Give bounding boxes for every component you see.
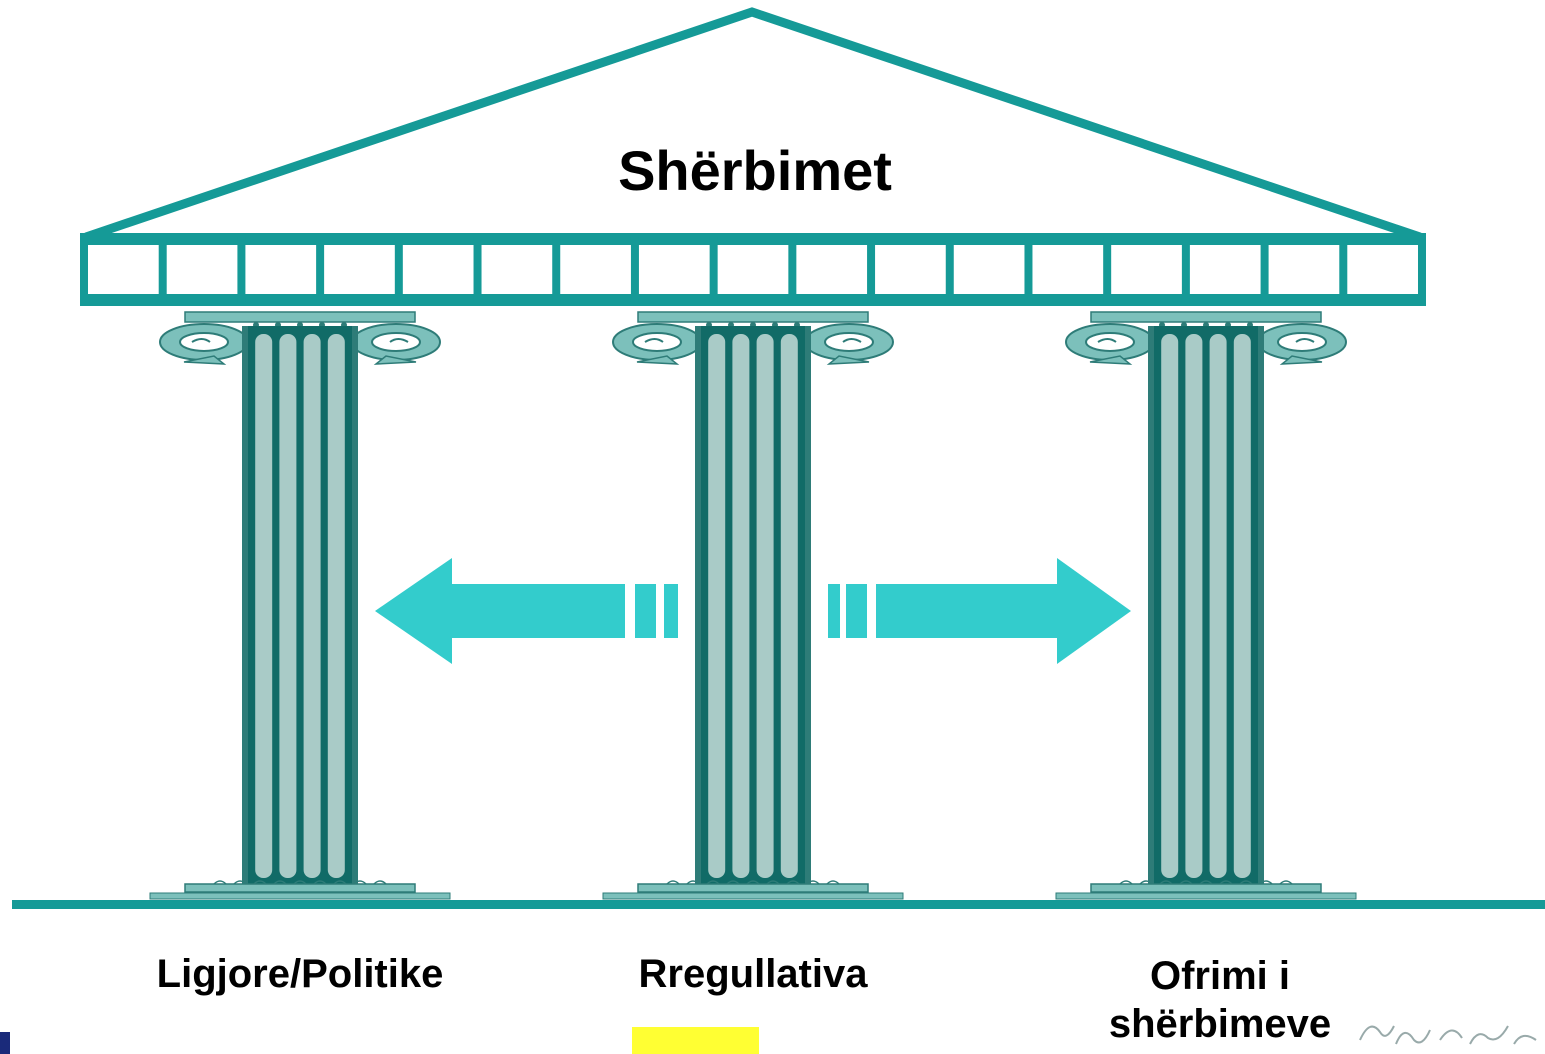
pillar-label-regulatory: Rregullativa xyxy=(638,952,868,996)
pillar-label-legal: Ligjore/Politike xyxy=(156,952,444,996)
arrow-right-icon xyxy=(828,558,1131,664)
roof-title: Shërbimet xyxy=(618,139,892,202)
roof-pediment xyxy=(84,7,1422,242)
roof-frieze xyxy=(80,233,1426,306)
ground-line xyxy=(12,900,1545,909)
arrow-left-icon xyxy=(375,558,678,664)
pillar-column-2 xyxy=(602,311,904,900)
pillar-label-service-delivery: Ofrimi i shërbimeve xyxy=(1020,952,1420,1048)
pillar-column-3 xyxy=(1055,311,1357,900)
pillar-label-line: shërbimeve xyxy=(1108,1002,1332,1046)
highlight-block xyxy=(632,1027,759,1054)
pillar-column-1 xyxy=(149,311,451,900)
logo-mark xyxy=(0,1032,10,1054)
pillar-label-line: Ofrimi i xyxy=(1149,954,1291,998)
signature-mark xyxy=(1359,1025,1537,1045)
